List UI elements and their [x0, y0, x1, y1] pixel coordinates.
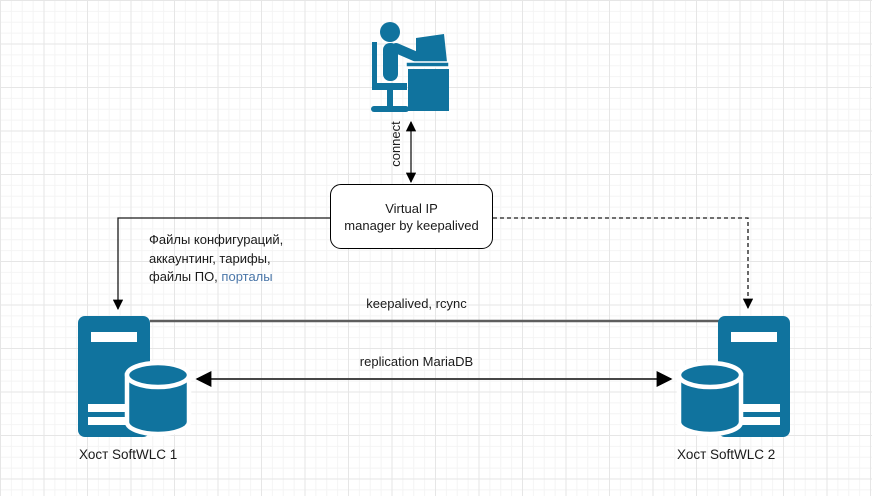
- files-line3: файлы ПО, порталы: [149, 268, 283, 287]
- vip-box-line1: Virtual IP: [385, 200, 438, 216]
- vip-to-host1-connector: [112, 217, 330, 311]
- host1-label: Хост SoftWLC 1: [79, 447, 178, 462]
- files-line1: Файлы конфигураций,: [149, 232, 284, 247]
- replication-line-label: replication MariaDB: [359, 354, 474, 369]
- files-annotation: Файлы конфигураций, аккаунтинг, тарифы, …: [149, 231, 283, 287]
- files-line3-highlight: порталы: [221, 269, 273, 284]
- keepalived-line-label: keepalived, rcync: [366, 296, 467, 311]
- vip-box: Virtual IP manager by keepalived: [330, 184, 493, 249]
- vip-to-host2-connector: [493, 217, 754, 310]
- files-line2: аккаунтинг, тарифы,: [149, 250, 271, 266]
- host2-label: Хост SoftWLC 2: [677, 447, 776, 462]
- user-at-desk-icon: [371, 17, 451, 113]
- server-db-icon-host2: [676, 311, 794, 439]
- files-line3-prefix: файлы ПО,: [149, 269, 222, 284]
- vip-box-line2: manager by keepalived: [344, 217, 479, 233]
- connect-label: connect: [388, 121, 403, 167]
- server-db-icon-host1: [74, 311, 192, 439]
